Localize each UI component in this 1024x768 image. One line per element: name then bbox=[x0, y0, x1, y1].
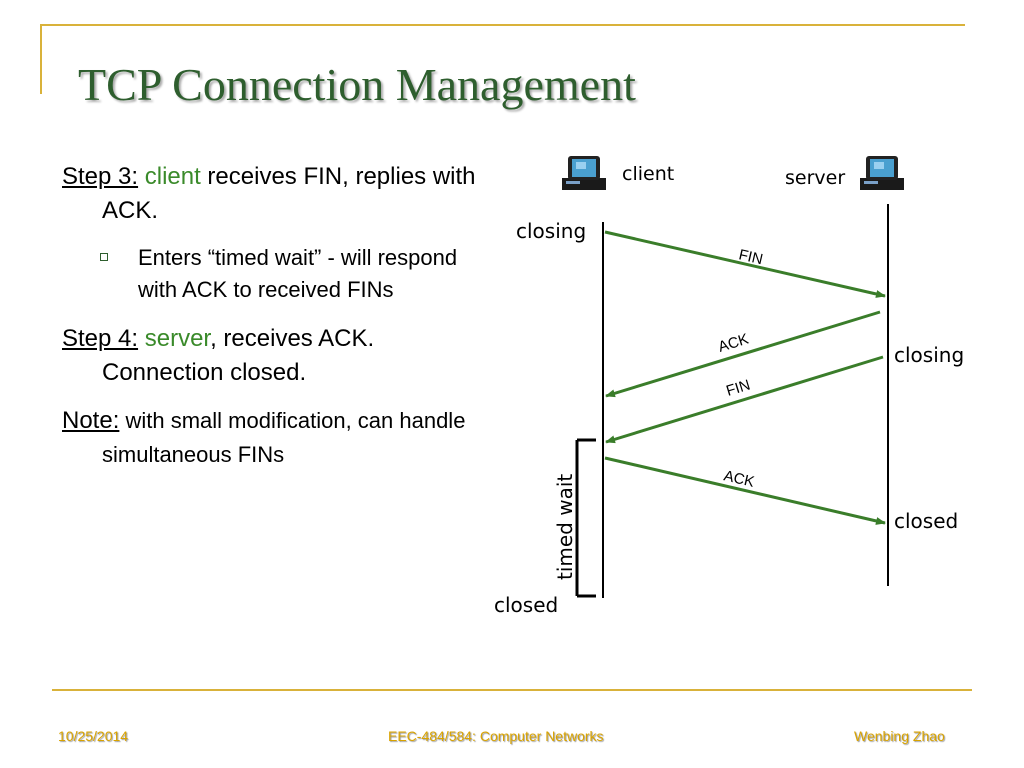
tcp-close-diagram: client server closing closing closed clo… bbox=[494, 156, 964, 617]
footer-rule bbox=[52, 689, 972, 691]
server-computer-icon bbox=[860, 156, 904, 190]
step-3-actor: client bbox=[144, 163, 201, 190]
ack-label-2: ACK bbox=[722, 467, 756, 491]
step-4: Step 4: server, receives ACK. Connection… bbox=[62, 322, 492, 390]
step-4-actor: server bbox=[144, 325, 211, 352]
footer-course: EEC-484/584: Computer Networks bbox=[388, 728, 604, 744]
client-label: client bbox=[622, 163, 674, 185]
footer-date: 10/25/2014 bbox=[58, 728, 129, 744]
client-state-closed: closed bbox=[494, 593, 558, 617]
note-heading: Note: bbox=[62, 407, 120, 434]
bullet-text: Enters “timed wait” - will respond with … bbox=[138, 245, 458, 302]
fin-label-1: FIN bbox=[737, 246, 764, 268]
server-state-closing: closing bbox=[894, 343, 964, 367]
frame-top-rule bbox=[40, 24, 965, 26]
footer-author: Wenbing Zhao bbox=[854, 728, 945, 744]
server-state-closed: closed bbox=[894, 509, 958, 533]
message-fin-1: FIN bbox=[604, 230, 886, 298]
step-4-heading: Step 4: bbox=[62, 325, 139, 352]
note-text: with small modification, can handle simu… bbox=[102, 408, 466, 467]
message-fin-2: FIN bbox=[605, 355, 884, 444]
frame-left-rule bbox=[40, 24, 42, 94]
message-ack-2: ACK bbox=[604, 456, 886, 525]
server-label: server bbox=[785, 167, 845, 189]
bullet-square-icon bbox=[100, 253, 108, 261]
page-title: TCP Connection Management bbox=[78, 59, 636, 110]
client-computer-icon bbox=[562, 156, 606, 190]
step-3-heading: Step 3: bbox=[62, 163, 139, 190]
note: Note: with small modification, can handl… bbox=[62, 404, 492, 472]
step-4-text: , receives ACK. Connection closed. bbox=[102, 325, 375, 386]
step-3: Step 3: client receives FIN, replies wit… bbox=[62, 160, 492, 228]
fin-label-2: FIN bbox=[724, 377, 752, 400]
client-state-closing: closing bbox=[516, 219, 586, 243]
timed-wait-bracket bbox=[575, 438, 596, 598]
bullet-item: Enters “timed wait” - will respond with … bbox=[100, 242, 492, 306]
text-content: Step 3: client receives FIN, replies wit… bbox=[62, 160, 492, 486]
timed-wait-label: timed wait bbox=[553, 474, 577, 580]
step-3-text: receives FIN, replies with ACK. bbox=[102, 163, 476, 224]
